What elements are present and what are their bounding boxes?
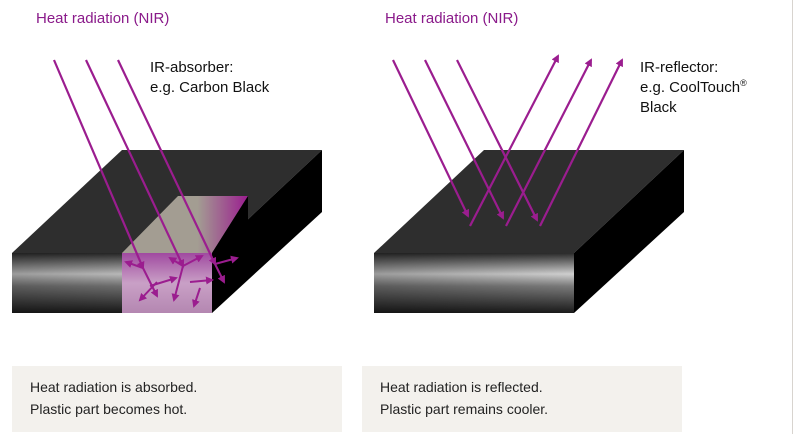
reflector-label: IR-reflector: e.g. CoolTouch® Black — [640, 58, 747, 118]
incoming-ray — [117, 59, 217, 266]
scatter-arrow — [214, 255, 239, 265]
reflector-label-line2: e.g. CoolTouch® — [640, 78, 747, 97]
reflected-ray — [539, 58, 623, 227]
reflector-label-line3: Black — [640, 99, 677, 116]
left-heading: Heat radiation (NIR) — [36, 10, 170, 27]
absorber-label-line1: IR-absorber: — [150, 59, 234, 76]
scatter-arrow — [124, 260, 144, 269]
scatter-arrow — [189, 276, 214, 285]
reflector-caption-line1: Heat radiation is reflected. — [380, 379, 543, 395]
absorber-scatter-arrows — [124, 255, 239, 308]
reflector-block-top — [374, 150, 684, 253]
registered-mark: ® — [740, 78, 747, 88]
reflected-ray — [505, 58, 592, 227]
scatter-arrow — [149, 275, 178, 287]
reflector-label-line1: IR-reflector: — [640, 59, 719, 76]
absorber-block-top — [12, 150, 322, 253]
absorber-incoming-rays — [52, 59, 217, 270]
absorber-cutaway-front — [122, 253, 212, 313]
incoming-ray — [85, 59, 185, 268]
absorber-label: IR-absorber: e.g. Carbon Black — [150, 58, 269, 98]
reflected-ray — [469, 54, 559, 227]
absorber-label-line2: e.g. Carbon Black — [150, 79, 270, 96]
scatter-arrow — [182, 255, 204, 267]
reflector-rays — [392, 54, 623, 227]
reflector-caption: Heat radiation is reflected. Plastic par… — [362, 366, 682, 432]
scatter-arrow — [171, 265, 184, 302]
incoming-ray — [52, 59, 145, 270]
reflector-block-side — [574, 150, 684, 313]
scatter-arrow — [192, 287, 201, 308]
absorber-caption-line1: Heat radiation is absorbed. — [30, 379, 198, 395]
absorber-block-side — [212, 150, 322, 313]
scatter-arrow — [168, 256, 184, 267]
reflector-label-product: e.g. CoolTouch — [640, 79, 741, 96]
scatter-arrow — [142, 267, 158, 298]
incoming-ray — [424, 59, 504, 220]
absorber-cutaway-top — [122, 196, 248, 253]
absorber-caption-line2: Plastic part becomes hot. — [30, 401, 188, 417]
right-border-line — [792, 0, 793, 434]
reflector-caption-line2: Plastic part remains cooler. — [380, 401, 549, 417]
scatter-arrow — [214, 263, 225, 284]
reflector-block — [374, 150, 684, 313]
right-heading: Heat radiation (NIR) — [385, 10, 519, 27]
absorber-caption: Heat radiation is absorbed. Plastic part… — [12, 366, 342, 432]
incoming-ray — [392, 59, 470, 218]
